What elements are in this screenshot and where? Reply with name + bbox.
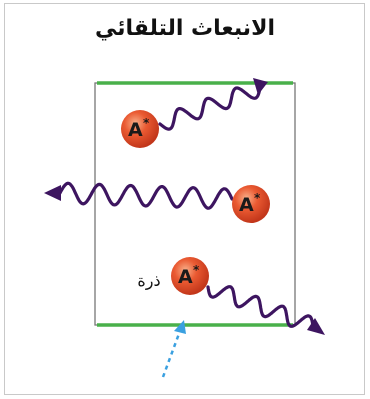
atom-1-symbol: A [128,119,143,141]
excited-atom-3: A * [171,257,209,295]
figure-frame [4,3,365,395]
photon-wave-lower-icon [206,285,325,335]
atom-1-marker: * [143,116,150,130]
excited-atom-1: A * [121,110,159,148]
atom-3-symbol: A [178,266,193,288]
figure-title: الانبعاث التلقائي [95,16,275,41]
atom-2-symbol: A [239,194,254,216]
excited-atom-2: A * [232,185,270,223]
atom-2-marker: * [254,191,261,205]
atom-3-marker: * [193,263,200,277]
photon-wave-middle-icon [44,181,234,210]
pump-arrow-icon [161,320,186,378]
atom-label: ذرة [137,271,160,291]
photon-wave-upper-icon [158,78,268,131]
